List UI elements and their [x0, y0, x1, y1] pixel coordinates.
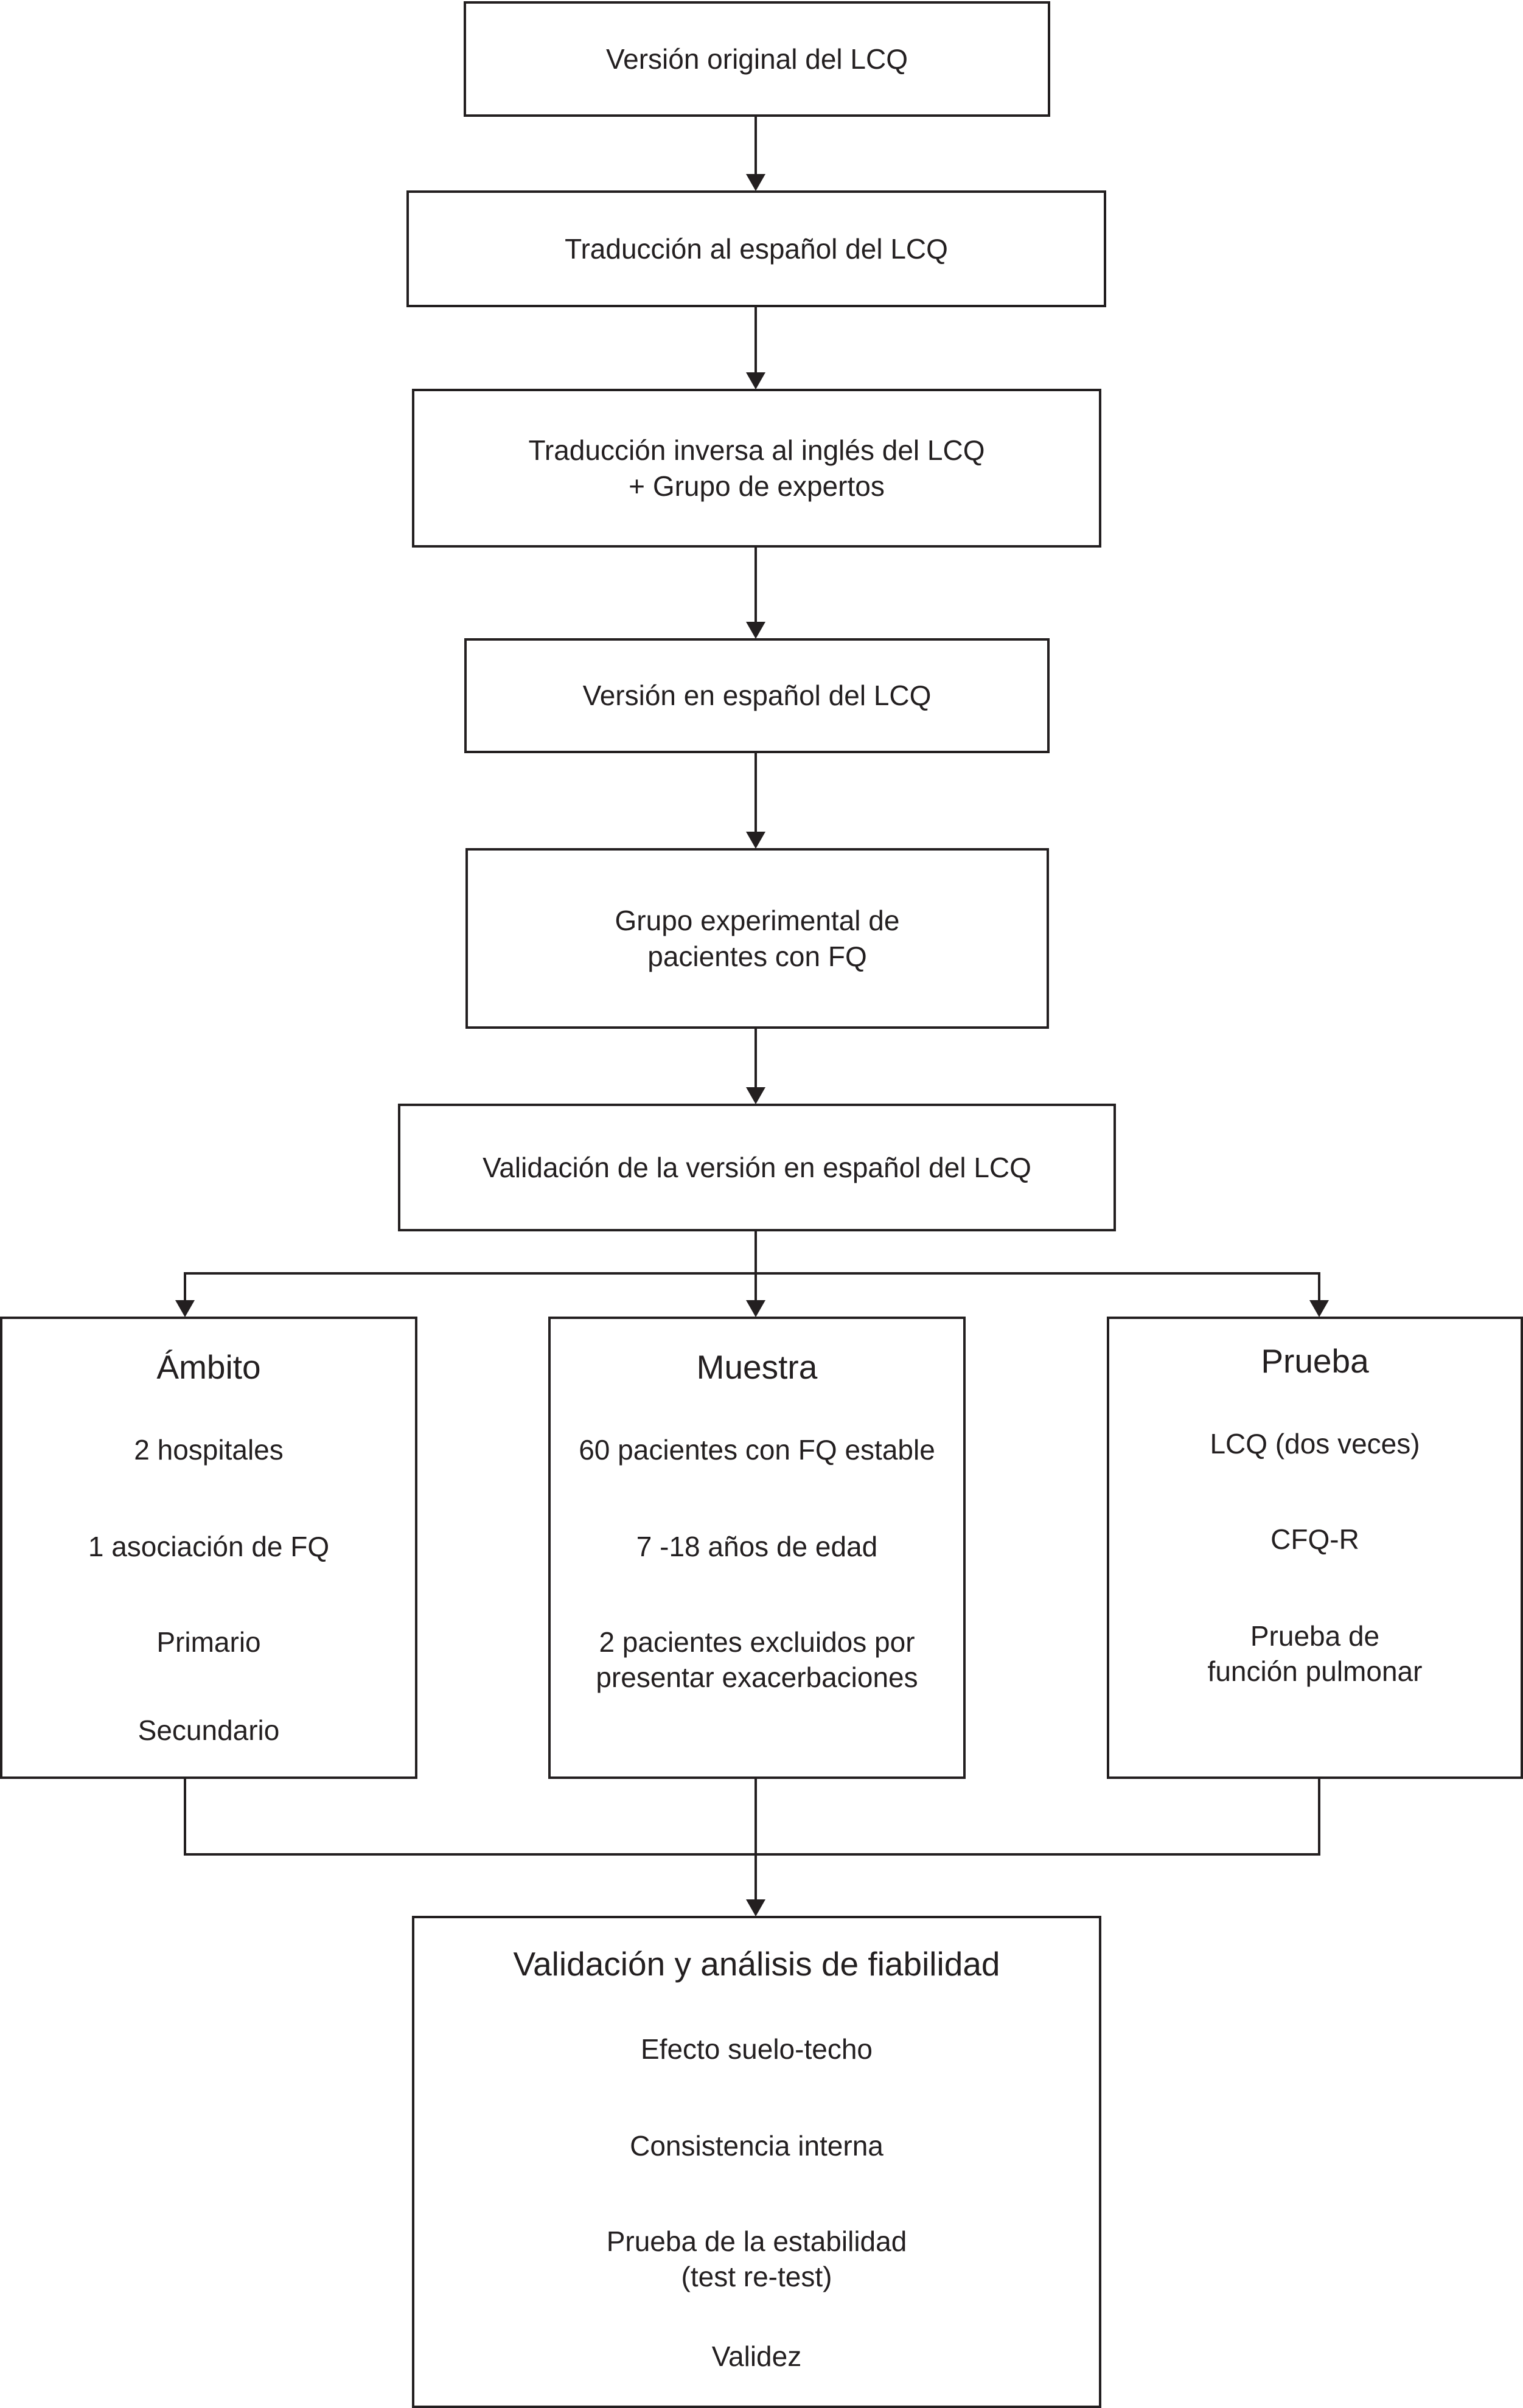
step-label-line: Grupo experimental de: [615, 904, 900, 936]
arrowhead: [746, 1899, 765, 1916]
prueba-item: Prueba de: [1250, 1620, 1380, 1652]
step-label-line: pacientes con FQ: [647, 940, 867, 972]
muestra-box: Muestra 60 pacientes con FQ estable 7 -1…: [548, 1317, 966, 1779]
step-back-translation: Traducción inversa al inglés del LCQ + G…: [412, 389, 1101, 548]
step-label: Validación de la versión en español del …: [483, 1151, 1031, 1183]
connector-line: [184, 1272, 1320, 1300]
reliability-item: Validez: [711, 2340, 802, 2372]
step-label-line: + Grupo de expertos: [629, 470, 885, 502]
step-label-line: Traducción inversa al inglés del LCQ: [528, 434, 985, 466]
step-spanish-translation: Traducción al español del LCQ: [406, 190, 1106, 307]
arrowhead: [746, 832, 765, 849]
step-label: Versión original del LCQ: [605, 43, 908, 75]
muestra-item: 2 pacientes excluidos por: [599, 1626, 915, 1658]
prueba-item: LCQ (dos veces): [1210, 1428, 1420, 1460]
muestra-item: presentar exacerbaciones: [596, 1662, 918, 1693]
prueba-item: función pulmonar: [1207, 1655, 1423, 1687]
arrowhead: [1309, 1300, 1329, 1317]
reliability-item: Efecto suelo-techo: [640, 2033, 873, 2065]
prueba-box: Prueba LCQ (dos veces) CFQ-R Prueba de f…: [1107, 1317, 1523, 1779]
step-experimental-group: Grupo experimental de pacientes con FQ: [465, 848, 1049, 1029]
arrowhead: [746, 1300, 765, 1317]
ambito-box: Ámbito 2 hospitales 1 asociación de FQ P…: [0, 1317, 417, 1779]
step-label: Versión en español del LCQ: [582, 680, 932, 711]
arrowhead: [746, 372, 765, 389]
muestra-item: 7 -18 años de edad: [636, 1531, 878, 1562]
muestra-item: 60 pacientes con FQ estable: [579, 1434, 935, 1466]
prueba-title: Prueba: [1261, 1342, 1369, 1380]
ambito-item: 2 hospitales: [134, 1434, 284, 1466]
reliability-item: Prueba de la estabilidad: [606, 2225, 907, 2257]
prueba-item: CFQ-R: [1270, 1523, 1359, 1555]
ambito-item: 1 asociación de FQ: [88, 1531, 330, 1562]
step-original-version: Versión original del LCQ: [464, 1, 1050, 117]
connector-line: [184, 1778, 1320, 1856]
arrowhead: [746, 1087, 765, 1104]
muestra-title: Muestra: [696, 1348, 818, 1386]
reliability-item: Consistencia interna: [630, 2130, 883, 2162]
reliability-item: (test re-test): [681, 2261, 832, 2292]
ambito-title: Ámbito: [156, 1348, 261, 1386]
arrowhead: [175, 1300, 195, 1317]
step-label: Traducción al español del LCQ: [565, 232, 948, 265]
arrowhead: [746, 174, 765, 191]
step-spanish-version: Versión en español del LCQ: [464, 638, 1050, 753]
ambito-item: Primario: [156, 1626, 261, 1658]
reliability-analysis-box: Validación y análisis de fiabilidad Efec…: [412, 1916, 1101, 2408]
ambito-item: Secundario: [138, 1714, 280, 1746]
arrowhead: [746, 622, 765, 639]
step-validation: Validación de la versión en español del …: [398, 1104, 1116, 1231]
reliability-title: Validación y análisis de fiabilidad: [513, 1945, 1000, 1983]
